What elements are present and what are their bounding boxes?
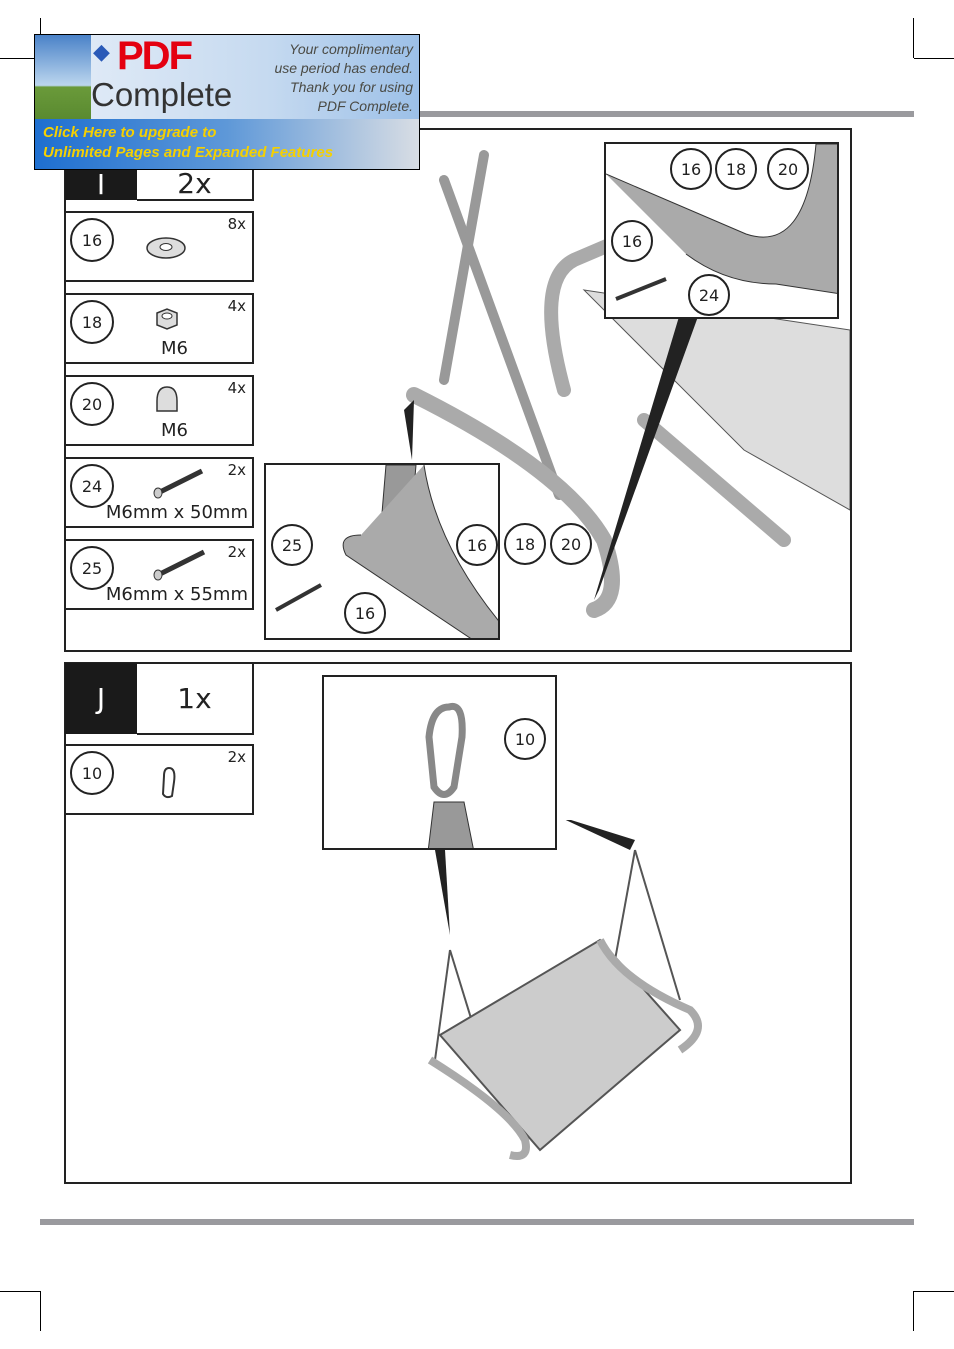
upgrade-link-line[interactable]: Click Here to upgrade to: [43, 124, 217, 141]
part-spec: M6mm x 50mm: [105, 502, 248, 523]
part-number: 24: [70, 464, 114, 508]
banner-message-line: Thank you for using: [290, 79, 413, 95]
nut-icon: [156, 308, 178, 330]
part-row-25: 25 2x M6mm x 55mm: [66, 539, 254, 610]
callout: 10: [504, 718, 546, 760]
part-number: 18: [70, 300, 114, 344]
banner-message-line: use period has ended.: [274, 60, 413, 76]
part-qty: 2x: [227, 748, 246, 766]
crop-mark: [913, 18, 914, 58]
callout: 16: [344, 592, 386, 634]
logo-pdf: PDF: [117, 34, 193, 78]
pdf-complete-upgrade-banner[interactable]: ◆ PDF Complete Your complimentary use pe…: [34, 34, 420, 170]
part-qty: 2x: [227, 461, 246, 479]
layers-logo-icon: ◆: [93, 40, 110, 65]
part-number: 20: [70, 382, 114, 426]
detail-inset-carabiner: 10: [322, 675, 557, 850]
callout: 16: [611, 220, 653, 262]
tube-joint-drawing: [606, 144, 837, 301]
part-qty: 4x: [227, 297, 246, 315]
upgrade-link-line[interactable]: Unlimited Pages and Expanded Features: [43, 144, 334, 161]
cap-nut-icon: [156, 386, 178, 412]
upgrade-link-area[interactable]: Click Here to upgrade to Unlimited Pages…: [35, 119, 419, 169]
crop-mark: [0, 1291, 40, 1292]
crop-mark: [914, 58, 954, 59]
part-row-10: 10 2x: [66, 744, 254, 815]
part-row-16: 16 8x: [66, 211, 254, 282]
callout: 24: [688, 274, 730, 316]
crop-mark: [914, 1291, 954, 1292]
callout: 20: [550, 523, 592, 565]
carabiner-strap-drawing: [425, 702, 474, 848]
part-row-20: 20 4x M6: [66, 375, 254, 446]
banner-message-line: Your complimentary: [289, 41, 413, 57]
crop-mark: [0, 58, 40, 59]
callout: 18: [504, 523, 546, 565]
part-qty: 4x: [227, 379, 246, 397]
part-row-18: 18 4x M6: [66, 293, 254, 364]
carabiner-icon: [161, 766, 176, 799]
tube-joint-drawing: [275, 465, 498, 638]
callout: 18: [715, 148, 757, 190]
callout: 16: [670, 148, 712, 190]
part-spec: M6mm x 55mm: [105, 584, 248, 605]
detail-inset-bottom: 25 16 16: [264, 463, 500, 640]
part-qty: 2x: [227, 543, 246, 561]
header-rule: [40, 111, 914, 117]
callout: 16: [456, 524, 498, 566]
callout: 20: [767, 148, 809, 190]
hanging-swing-seat-drawing: [427, 820, 702, 1160]
part-number: 25: [70, 546, 114, 590]
part-number: 16: [70, 218, 114, 262]
swing-seat-frame-assembly-drawing: [404, 150, 850, 618]
banner-message-line: PDF Complete.: [317, 98, 413, 114]
part-row-24: 24 2x M6mm x 50mm: [66, 457, 254, 528]
part-number: 10: [70, 751, 114, 795]
crop-mark: [40, 1291, 41, 1331]
step-j-panel: [64, 662, 852, 1184]
logo-complete: Complete: [91, 76, 233, 113]
part-spec: M6: [161, 420, 188, 441]
step-j-quantity: 1x: [137, 662, 254, 735]
bolt-icon: [153, 549, 206, 581]
bolt-icon: [153, 468, 204, 499]
banner-photo: [35, 35, 91, 119]
footer-rule: [40, 1219, 914, 1225]
part-spec: M6: [161, 338, 188, 359]
washer-icon: [146, 237, 186, 259]
crop-mark: [913, 1291, 914, 1331]
step-j-letter: J: [65, 663, 137, 734]
detail-inset-top: 16 18 20 16 24: [604, 142, 839, 319]
step-i-panel: [64, 128, 852, 652]
callout: 25: [271, 524, 313, 566]
part-qty: 8x: [227, 215, 246, 233]
